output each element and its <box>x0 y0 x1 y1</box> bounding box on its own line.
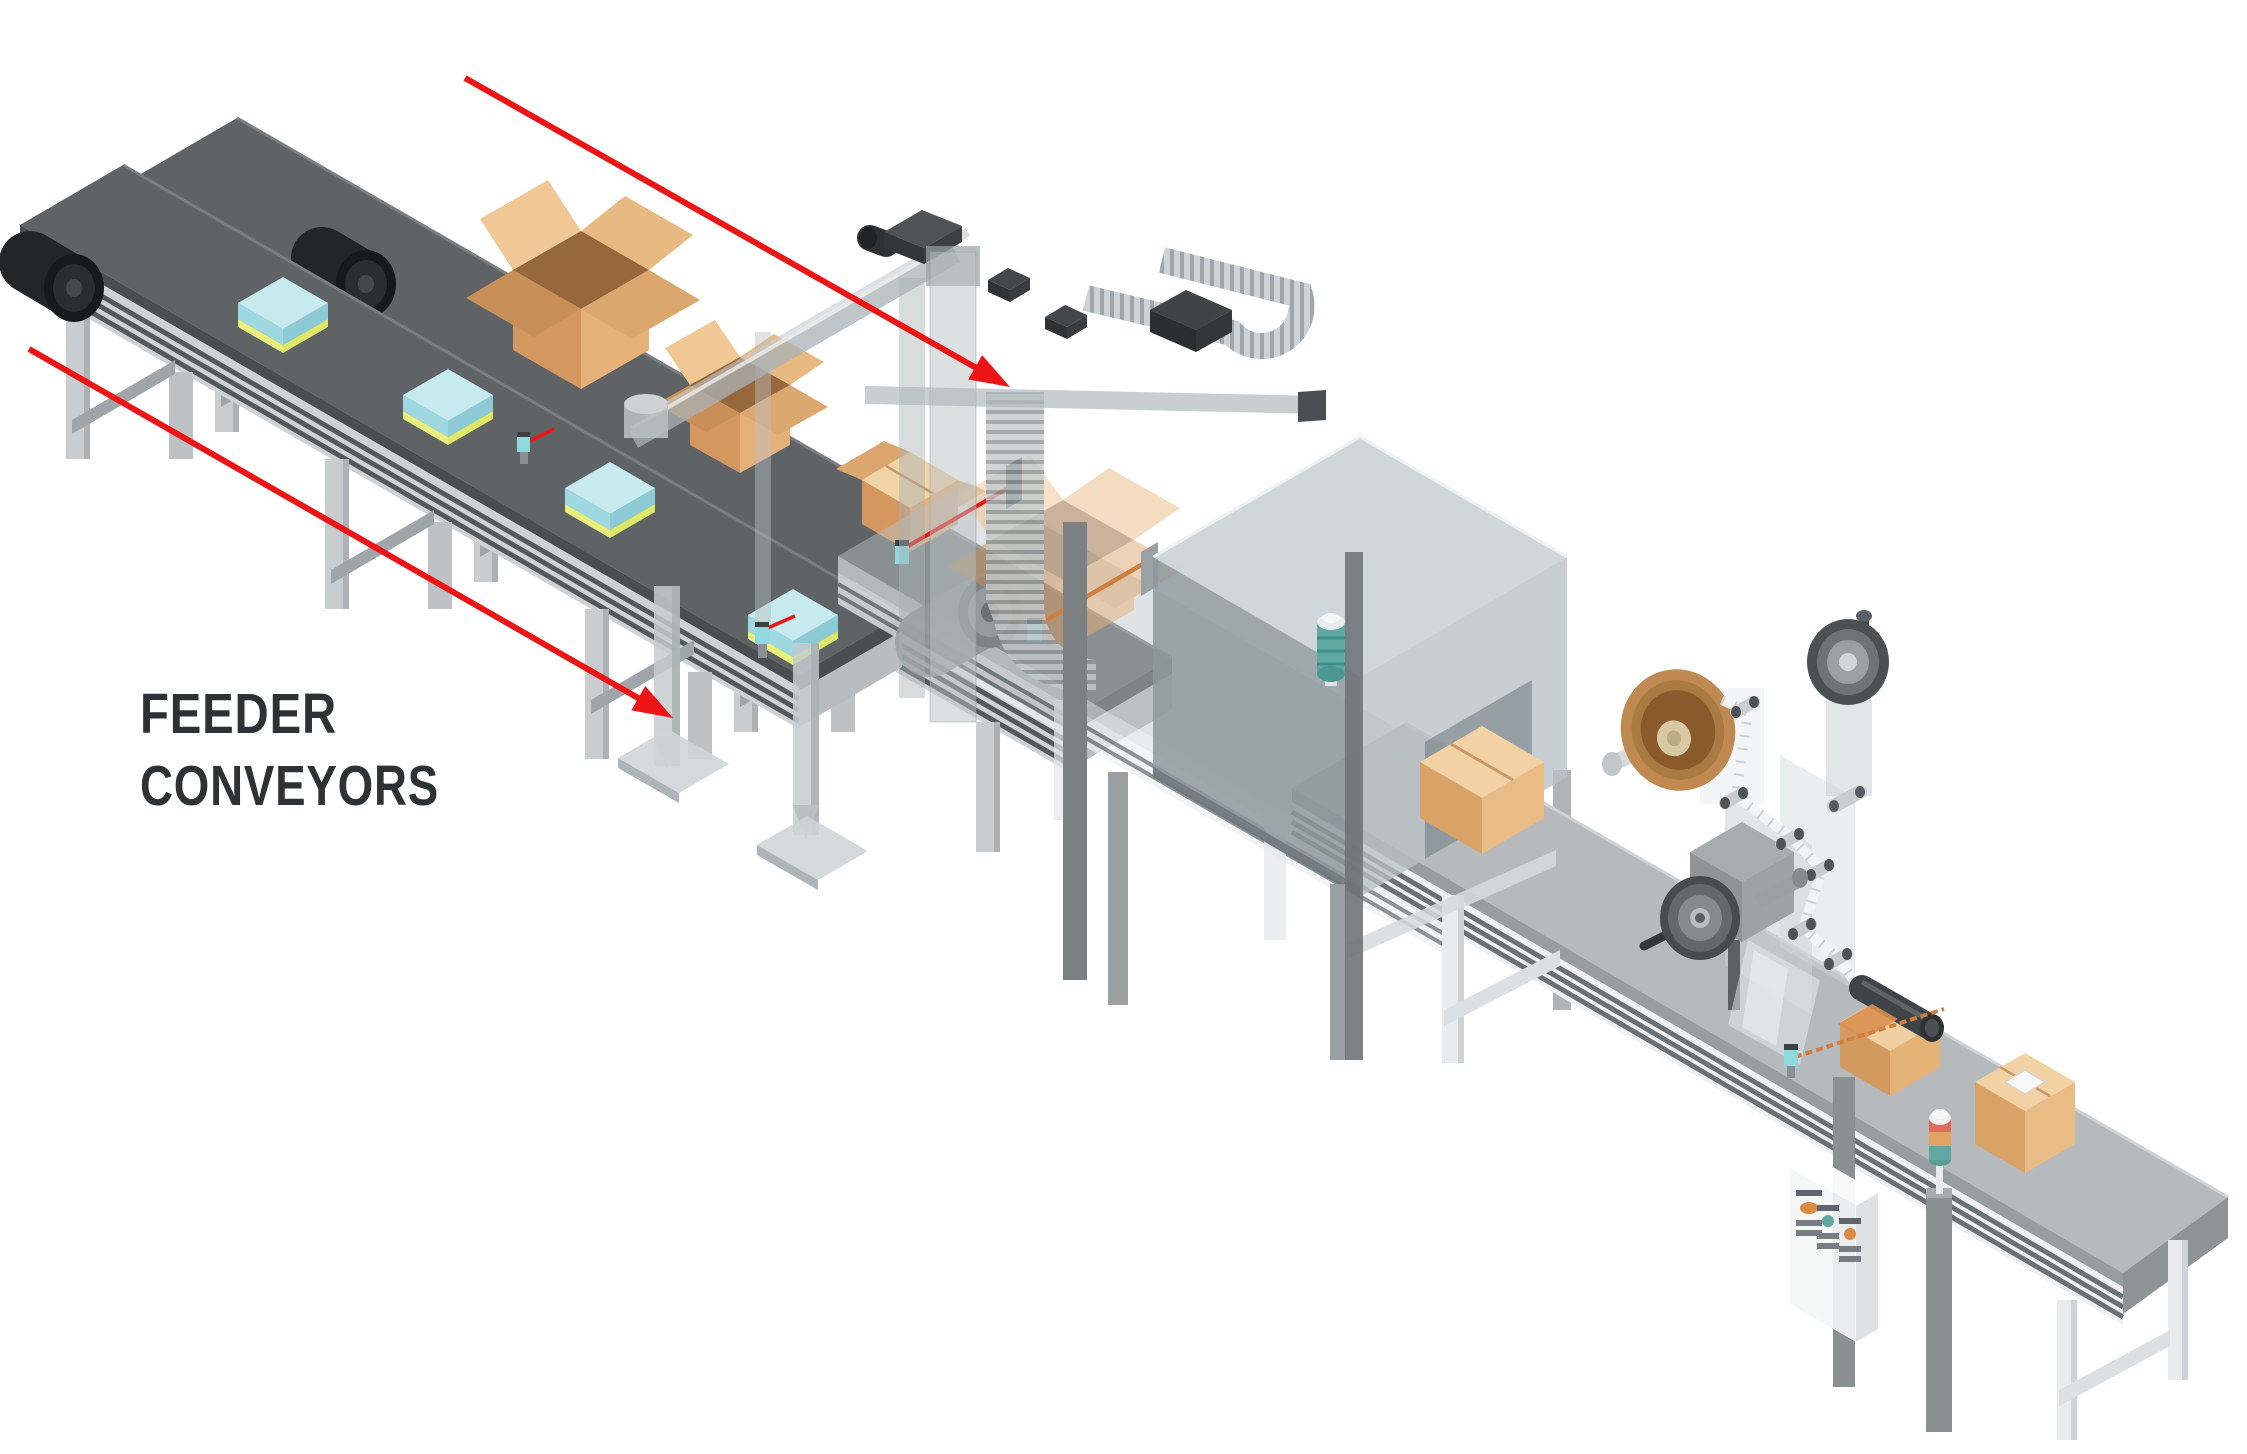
labeling-machine <box>1602 610 1889 1015</box>
gantry-support-column-1 <box>618 586 729 803</box>
gantry-motor-block-2 <box>1045 305 1087 339</box>
signal-tower-teal <box>1317 613 1345 686</box>
gantry-servo-motor <box>857 210 962 264</box>
panel-button-teal <box>1822 1215 1834 1227</box>
energy-chain-vertical <box>986 392 1096 692</box>
feeder-conveyor-1 <box>0 163 903 759</box>
label-roll <box>1620 669 1736 791</box>
annotation-arrow-2 <box>27 346 673 718</box>
annotation-label-line2: CONVEYORS <box>140 754 439 818</box>
output-conveyor-legs <box>1442 895 2188 1440</box>
sealer-legs <box>1108 772 1346 1060</box>
web-guide-rollers <box>1719 696 1853 970</box>
gantry-carriage-motor <box>1150 290 1232 352</box>
conveyor-1-drive-motor <box>0 231 104 322</box>
product-stack-2 <box>403 369 493 445</box>
photo-sensor-1 <box>517 427 555 464</box>
support-post-left <box>1063 522 1087 980</box>
case-erector-gantry <box>618 210 1326 890</box>
top-tension-spool <box>1807 610 1889 813</box>
photo-sensor-2 <box>755 614 796 658</box>
panel-controls <box>1796 1190 1861 1262</box>
rewind-spool <box>1639 868 1808 960</box>
sealer-leg-brace <box>1332 850 1556 966</box>
sealed-box-exit <box>1420 726 1544 854</box>
signal-tower-main <box>1926 1109 1952 1432</box>
gantry-motor-block-1 <box>988 268 1030 302</box>
support-post-mid <box>1345 552 1363 1060</box>
annotation-arrow-1 <box>463 75 1010 387</box>
annotation-label-line1: FEEDER <box>140 682 337 746</box>
box-label <box>2003 1069 2047 1095</box>
product-stack-1 <box>238 277 328 353</box>
labeled-box <box>1975 1053 2075 1173</box>
label-applicator <box>1728 940 1945 1078</box>
gantry-support-column-2 <box>757 643 868 890</box>
product-stack-3 <box>565 462 655 538</box>
control-panel <box>1790 1077 1878 1387</box>
panel-button-orange <box>1844 1228 1856 1240</box>
open-carton-1 <box>466 180 700 389</box>
energy-chain-horizontal <box>1082 247 1315 359</box>
panel-indicator-orange <box>1800 1202 1818 1214</box>
photo-sensor-5 <box>1784 1007 1945 1078</box>
case-sealer-machine <box>1152 435 1568 897</box>
